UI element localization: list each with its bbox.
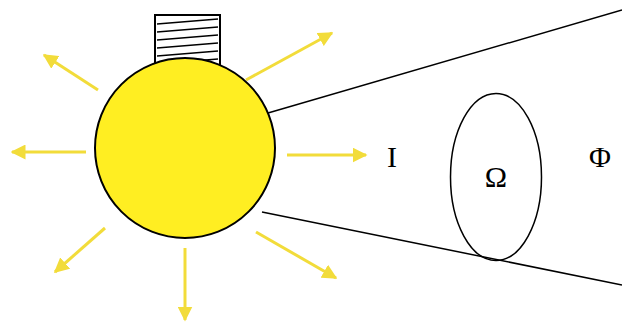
quantity-symbol: Φ <box>589 142 611 172</box>
solid-angle-symbol: Ω <box>485 162 507 192</box>
light-rays <box>12 33 366 320</box>
solid-angle-ellipse: Ω <box>449 92 543 262</box>
cone-line <box>262 212 622 285</box>
quantity-symbol: I <box>387 142 397 172</box>
cone-line <box>268 10 622 113</box>
bulb-globe <box>95 58 275 238</box>
